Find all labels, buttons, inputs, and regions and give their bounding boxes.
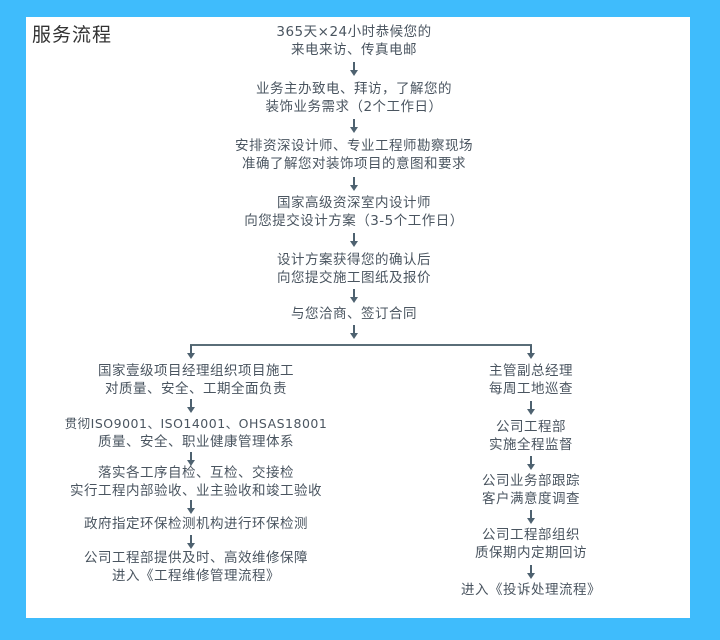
arrow-down-icon — [527, 510, 535, 524]
arrow-down-icon — [350, 177, 358, 191]
step-line: 每周工地巡查 — [489, 381, 573, 397]
step-line: 业务主办致电、拜访，了解您的 — [256, 81, 452, 97]
left-step-inspections: 落实各工序自检、互检、交接检 实行工程内部验收、业主验收和竣工验收 — [46, 464, 346, 500]
arrow-down-icon — [187, 345, 195, 359]
step-line: 365天×24小时恭候您的 — [276, 24, 432, 40]
arrow-down-icon — [527, 345, 535, 359]
arrow-down-icon — [350, 325, 358, 339]
step-line: 对质量、安全、工期全面负责 — [105, 381, 287, 397]
arrow-down-icon — [187, 399, 195, 413]
right-step-satisfaction-survey: 公司业务部跟踪 客户满意度调查 — [456, 472, 606, 508]
arrow-down-icon — [527, 565, 535, 579]
arrow-down-icon — [527, 456, 535, 470]
step-line: 实行工程内部验收、业主验收和竣工验收 — [70, 483, 322, 499]
step-line: 与您洽商、签订合同 — [291, 306, 417, 322]
right-step-site-patrol: 主管副总经理 每周工地巡查 — [456, 362, 606, 398]
left-step-project-manager: 国家壹级项目经理组织项目施工 对质量、安全、工期全面负责 — [56, 362, 336, 398]
arrow-down-icon — [350, 289, 358, 303]
step-line: 贯彻ISO9001、ISO14001、OHSAS18001 — [64, 416, 328, 431]
page-title: 服务流程 — [32, 24, 113, 46]
right-step-complaint: 进入《投诉处理流程》 — [436, 581, 626, 599]
step-line: 来电来访、传真电邮 — [291, 42, 417, 58]
step-line: 质保期内定期回访 — [475, 545, 587, 561]
step-design-proposal: 国家高级资深室内设计师 向您提交设计方案（3-5个工作日） — [224, 194, 484, 230]
arrow-down-icon — [187, 452, 195, 466]
step-line: 质量、安全、职业健康管理体系 — [98, 434, 294, 450]
complaint-process-link[interactable]: 进入《投诉处理流程》 — [461, 582, 601, 598]
right-step-supervision: 公司工程部 实施全程监督 — [456, 418, 606, 454]
step-contact: 365天×24小时恭候您的 来电来访、传真电邮 — [254, 23, 454, 59]
step-line: 国家壹级项目经理组织项目施工 — [98, 363, 294, 379]
step-line: 向您提交施工图纸及报价 — [277, 270, 431, 286]
step-line: 设计方案获得您的确认后 — [277, 252, 431, 268]
arrow-down-icon — [187, 535, 195, 549]
step-line: 实施全程监督 — [489, 437, 573, 453]
step-line: 公司业务部跟踪 — [482, 473, 580, 489]
step-line: 政府指定环保检测机构进行环保检测 — [84, 516, 308, 532]
step-line: 向您提交设计方案（3-5个工作日） — [244, 213, 464, 229]
step-line: 安排资深设计师、专业工程师勘察现场 — [235, 138, 473, 154]
step-visit: 业务主办致电、拜访，了解您的 装饰业务需求（2个工作日） — [224, 80, 484, 116]
arrow-down-icon — [187, 500, 195, 514]
branch-connector — [190, 344, 532, 346]
step-line: 国家高级资深室内设计师 — [277, 195, 431, 211]
left-step-environmental-test: 政府指定环保检测机构进行环保检测 — [46, 515, 346, 533]
arrow-down-icon — [350, 62, 358, 76]
left-step-maintenance: 公司工程部提供及时、高效维修保障 进入《工程维修管理流程》 — [46, 549, 346, 585]
step-line: 准确了解您对装饰项目的意图和要求 — [242, 156, 466, 172]
step-line: 公司工程部提供及时、高效维修保障 — [84, 550, 308, 566]
step-contract: 与您洽商、签订合同 — [254, 305, 454, 323]
step-drawings-quote: 设计方案获得您的确认后 向您提交施工图纸及报价 — [244, 251, 464, 287]
flowchart-panel — [26, 17, 690, 618]
arrow-down-icon — [350, 233, 358, 247]
right-step-warranty-visits: 公司工程部组织 质保期内定期回访 — [446, 526, 616, 562]
step-line: 落实各工序自检、互检、交接检 — [98, 465, 294, 481]
arrow-down-icon — [527, 401, 535, 415]
left-step-iso-standards: 贯彻ISO9001、ISO14001、OHSAS18001 质量、安全、职业健康… — [46, 415, 346, 451]
step-line: 装饰业务需求（2个工作日） — [265, 99, 443, 115]
step-survey: 安排资深设计师、专业工程师勘察现场 准确了解您对装饰项目的意图和要求 — [204, 137, 504, 173]
arrow-down-icon — [350, 119, 358, 133]
step-line: 公司工程部组织 — [482, 527, 580, 543]
step-line: 客户满意度调查 — [482, 491, 580, 507]
step-line: 公司工程部 — [496, 419, 566, 435]
maintenance-process-link[interactable]: 进入《工程维修管理流程》 — [112, 568, 280, 584]
step-line: 主管副总经理 — [489, 363, 573, 379]
